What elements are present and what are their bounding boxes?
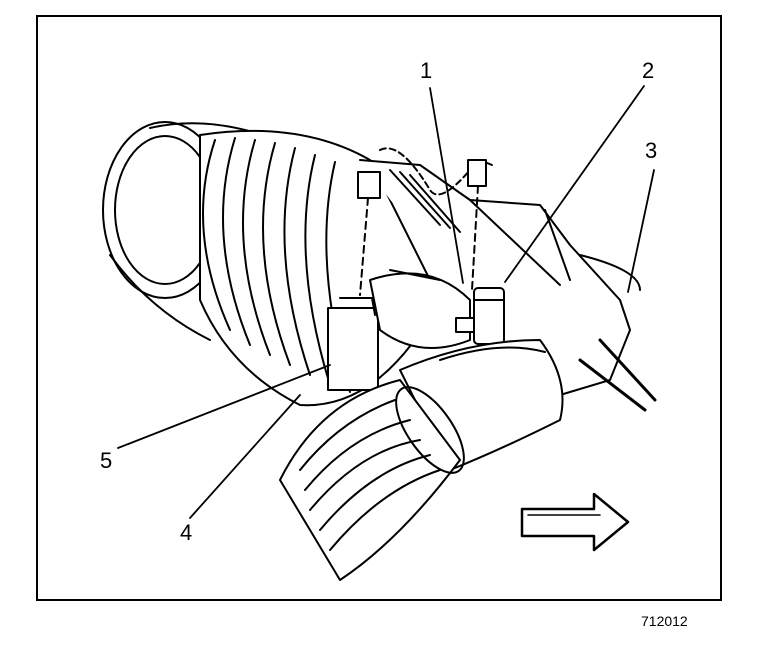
upper-housing xyxy=(359,159,657,412)
callout-4: 4 xyxy=(180,520,193,545)
front-corrugated-elbow xyxy=(279,379,465,581)
air-cleaner-housing xyxy=(102,121,301,341)
iat-sensor xyxy=(455,287,505,345)
leader-line-5 xyxy=(117,364,331,449)
callout-3: 3 xyxy=(645,138,658,163)
leader-line-3 xyxy=(627,169,655,293)
callout-1: 1 xyxy=(420,58,433,83)
leader-line-4 xyxy=(189,394,301,519)
leader-line-2 xyxy=(504,85,645,283)
direction-arrow xyxy=(520,492,630,552)
corrugated-intake-duct xyxy=(199,129,441,407)
leader-line-1 xyxy=(429,87,464,284)
callout-2: 2 xyxy=(642,58,655,83)
maf-sensor-connector xyxy=(327,297,379,391)
leader-lines xyxy=(117,85,655,519)
callout-5: 5 xyxy=(100,448,113,473)
figure-id: 712012 xyxy=(641,613,688,629)
wiring-harness xyxy=(357,147,493,296)
